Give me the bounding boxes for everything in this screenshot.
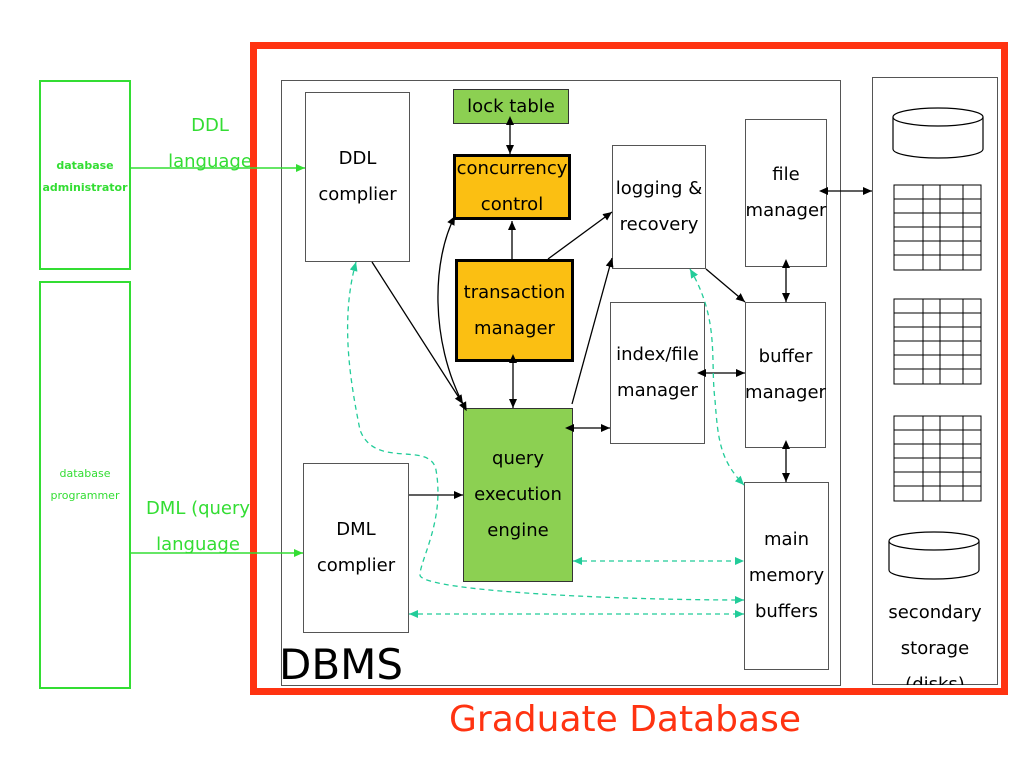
admin-panel bbox=[39, 80, 131, 270]
database-programmer-label: database programmer bbox=[50, 467, 120, 502]
query-logging-arrow bbox=[571, 257, 614, 405]
database-administrator-label: database administrator bbox=[42, 159, 128, 194]
query-concurrency-arrow bbox=[437, 215, 467, 412]
logging-memory-dashed-path bbox=[689, 268, 745, 486]
file-manager-box: file manager bbox=[745, 119, 827, 267]
dml-language-label: DML (query language bbox=[145, 498, 251, 555]
disk-cylinder-icon bbox=[892, 107, 984, 159]
dbms-label: DBMS bbox=[279, 640, 404, 689]
logging-buffer-arrow bbox=[705, 268, 746, 303]
storage-table-icon bbox=[893, 184, 982, 271]
secondary-storage-frame bbox=[872, 77, 998, 685]
dbms-inner-frame bbox=[281, 80, 841, 686]
ddl-query-arrow bbox=[371, 261, 464, 405]
graduate-database-caption: Graduate Database bbox=[449, 699, 801, 740]
storage-table-icon bbox=[893, 298, 982, 385]
buffer-manager-box: buffer manager bbox=[745, 302, 826, 448]
dbms-boundary bbox=[250, 42, 1008, 695]
secondary-storage-label: secondary storage (disks) bbox=[888, 602, 982, 685]
disk-cylinder-icon bbox=[888, 531, 980, 580]
logging-recovery-box: logging & recovery bbox=[612, 145, 706, 269]
storage-table-icon bbox=[893, 415, 982, 502]
ddl-language-label: DDL language bbox=[168, 115, 252, 172]
transaction-logging-arrow bbox=[547, 211, 613, 260]
ddl-compiler-box: DDL complier bbox=[305, 92, 410, 262]
concurrency-control-box: concurrency control bbox=[453, 154, 571, 220]
main-memory-buffers-box: main memory buffers bbox=[744, 482, 829, 670]
ddl-dml-dashed-path bbox=[346, 261, 745, 604]
programmer-panel bbox=[39, 281, 131, 689]
